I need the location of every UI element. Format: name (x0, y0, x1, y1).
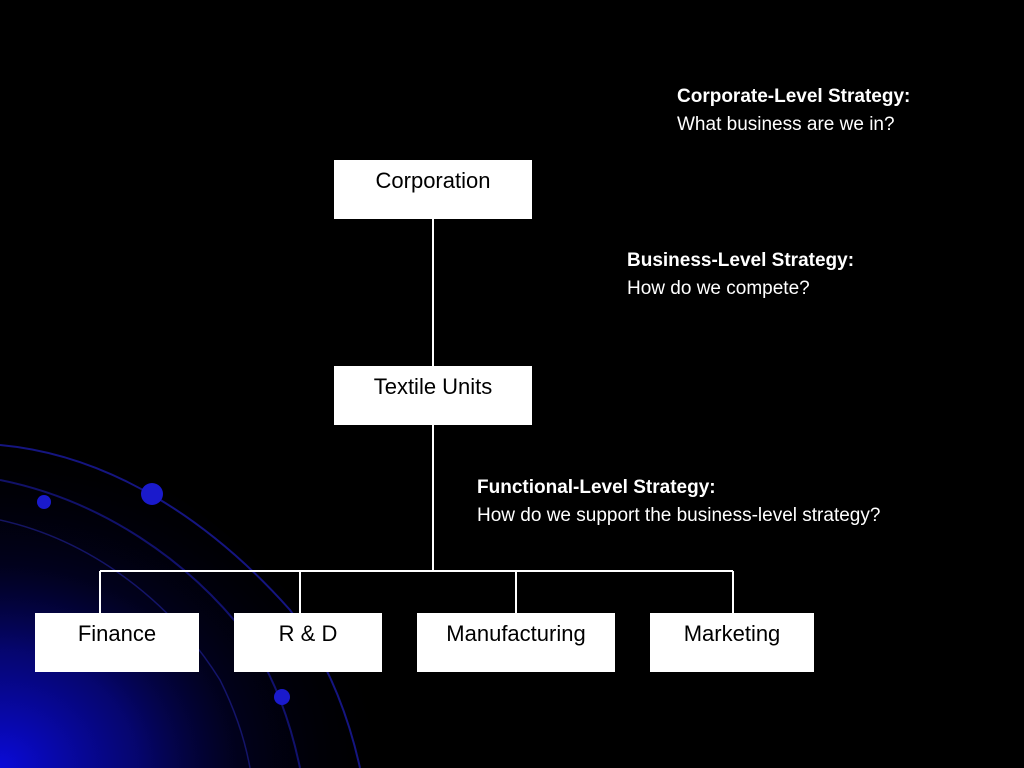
annotation-business-heading: Business-Level Strategy: (627, 250, 855, 271)
node-corporation: Corporation (334, 160, 532, 219)
node-marketing: Marketing (650, 613, 814, 672)
node-r-and-d-label: R & D (278, 621, 338, 646)
annotation-functional-question: How do we support the business-level str… (477, 505, 881, 526)
node-textile-units: Textile Units (334, 366, 532, 425)
node-manufacturing-label: Manufacturing (446, 621, 586, 646)
annotation-business-question: How do we compete? (627, 278, 810, 299)
annotation-functional-level: Functional-Level Strategy: How do we sup… (477, 474, 880, 530)
node-textile-units-label: Textile Units (373, 374, 493, 399)
node-manufacturing: Manufacturing (417, 613, 615, 672)
annotation-corporate-level: Corporate-Level Strategy: What business … (677, 83, 910, 139)
annotation-functional-heading: Functional-Level Strategy: (477, 477, 716, 498)
annotation-corporate-heading: Corporate-Level Strategy: (677, 86, 911, 107)
node-finance-label: Finance (77, 621, 157, 646)
node-corporation-label: Corporation (375, 168, 491, 193)
annotation-business-level: Business-Level Strategy: How do we compe… (627, 247, 854, 303)
node-finance: Finance (35, 613, 199, 672)
node-marketing-label: Marketing (683, 621, 781, 646)
node-r-and-d: R & D (234, 613, 382, 672)
annotation-corporate-question: What business are we in? (677, 114, 895, 135)
